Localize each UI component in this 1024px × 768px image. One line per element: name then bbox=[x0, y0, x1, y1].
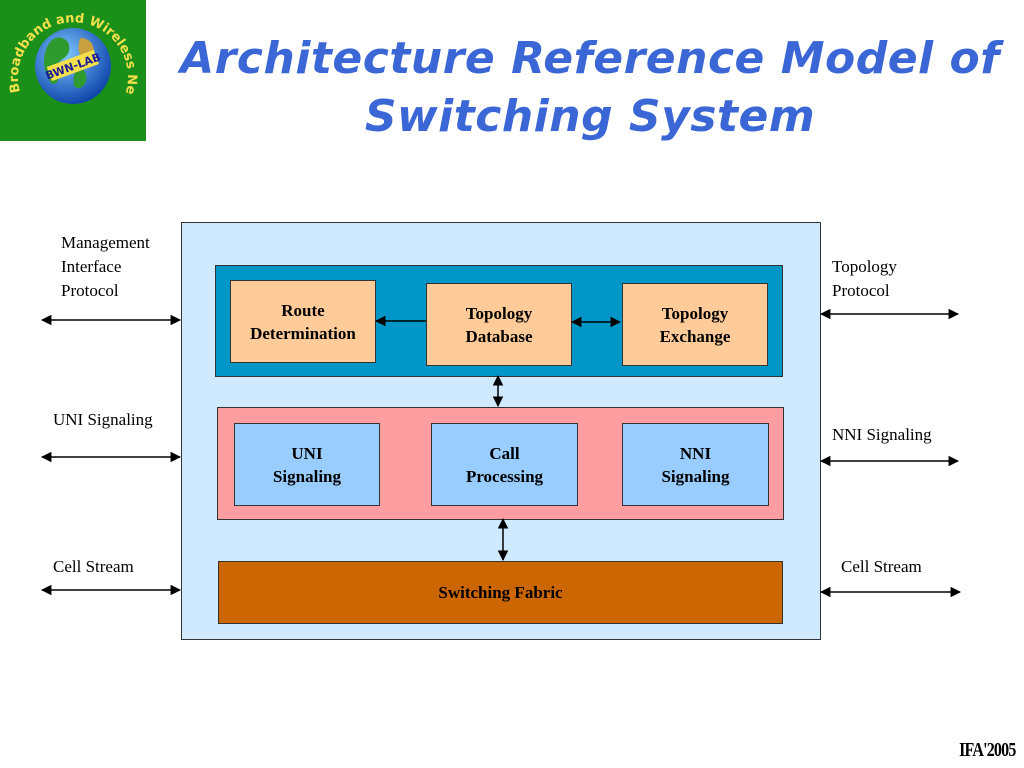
topo-proto-line-1: Topology bbox=[832, 257, 897, 276]
title-line-1: Architecture Reference Model of bbox=[180, 33, 1000, 84]
right-cell-stream-label: Cell Stream bbox=[841, 557, 922, 576]
footer-text: IFA'2005 bbox=[959, 739, 1017, 761]
uni-signaling-box: UNI Signaling bbox=[234, 423, 380, 506]
topology-exchange-box: Topology Exchange bbox=[622, 283, 768, 366]
mgmt-line-3: Protocol bbox=[61, 281, 119, 300]
uni-line-2: Signaling bbox=[272, 466, 342, 486]
topo-db-line-2: Database bbox=[465, 326, 533, 346]
route-determination-box: Route Determination bbox=[230, 280, 376, 363]
topo-db-line-1: Topology bbox=[465, 303, 533, 323]
globe-logo-icon: Broadband and Wireless Networking Labora… bbox=[0, 0, 139, 104]
call-line-2: Processing bbox=[465, 466, 544, 486]
title-line-2: Switching System bbox=[364, 91, 816, 142]
topology-protocol-label: Topology Protocol bbox=[832, 255, 897, 303]
route-line-1: Route bbox=[281, 300, 325, 320]
nni-signaling-box: NNI Signaling bbox=[622, 423, 769, 506]
switching-fabric-box: Switching Fabric bbox=[218, 561, 783, 624]
route-line-2: Determination bbox=[250, 323, 356, 343]
topo-ex-line-2: Exchange bbox=[659, 326, 731, 346]
topo-proto-line-2: Protocol bbox=[832, 281, 890, 300]
lab-logo: Broadband and Wireless Networking Labora… bbox=[0, 0, 146, 141]
left-cell-stream-label: Cell Stream bbox=[53, 557, 134, 576]
management-interface-label: Management Interface Protocol bbox=[61, 231, 150, 303]
slide-title: Architecture Reference Model of Switchin… bbox=[160, 30, 1020, 146]
fabric-label: Switching Fabric bbox=[438, 583, 563, 602]
mgmt-line-2: Interface bbox=[61, 257, 122, 276]
uni-signaling-label: UNI Signaling bbox=[53, 410, 153, 429]
topo-ex-line-1: Topology bbox=[661, 303, 729, 323]
uni-line-1: UNI bbox=[291, 443, 323, 463]
call-line-1: Call bbox=[489, 443, 520, 463]
call-processing-box: Call Processing bbox=[431, 423, 578, 506]
mgmt-line-1: Management bbox=[61, 233, 150, 252]
topology-database-box: Topology Database bbox=[426, 283, 572, 366]
nni-line-1: NNI bbox=[679, 443, 712, 463]
nni-signaling-label: NNI Signaling bbox=[832, 425, 932, 444]
nni-line-2: Signaling bbox=[661, 466, 730, 486]
